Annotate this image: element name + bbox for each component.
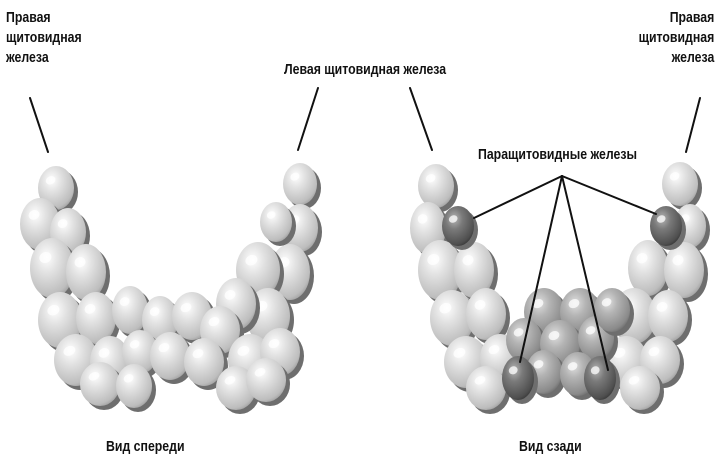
leader-line-left-lobe-back [410,88,432,150]
thyroid-lobule [283,163,321,209]
label-line: Паращитовидные железы [478,145,637,165]
label-parathyroid: Паращитовидные железы [478,145,637,165]
label-line: железа [6,48,82,68]
caption-back-view: Вид сзади [519,437,582,457]
caption-front-view: Вид спереди [106,437,185,457]
label-left-lobe: Левая щитовидная железа [284,60,446,80]
label-line: щитовидная [638,28,714,48]
label-right-lobe-front: Правая щитовидная железа [6,8,82,68]
label-line: Правая [638,8,714,28]
leader-line-parathyroid-2 [562,176,656,214]
leader-line-parathyroid-1 [474,176,562,218]
label-right-lobe-back: Правая щитовидная железа [638,8,714,68]
leader-line-right-lobe-front [30,98,48,152]
thyroid-front-view [20,163,322,414]
leader-line-right-lobe-back [686,98,700,152]
caption-text: Вид спереди [106,437,185,457]
label-line: Левая щитовидная железа [284,60,446,80]
leader-line-left-lobe-front [298,88,318,150]
label-line: железа [638,48,714,68]
thyroid-back-view [410,162,710,414]
caption-text: Вид сзади [519,437,582,457]
label-line: щитовидная [6,28,82,48]
label-line: Правая [6,8,82,28]
thyroid-lobule [662,162,702,210]
